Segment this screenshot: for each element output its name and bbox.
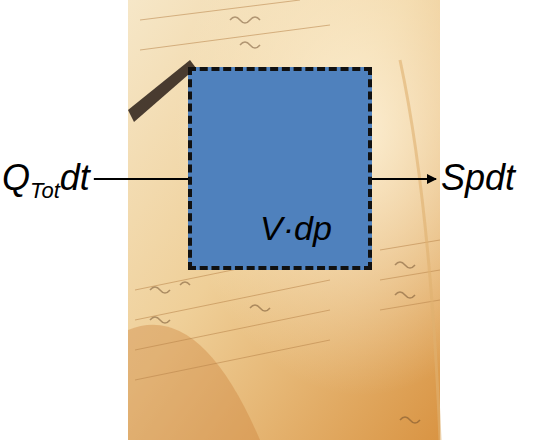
flow-symbol: Spdt	[441, 157, 515, 198]
process-box: V·dp	[188, 67, 372, 270]
box-text: V·dp	[260, 211, 332, 245]
subscript: Tot	[30, 178, 60, 203]
outflow-label: Spdt	[441, 160, 515, 196]
inflow-label: QTotdt	[2, 160, 90, 196]
flow-symbol: dt	[60, 157, 90, 198]
flow-symbol: Q	[2, 157, 30, 198]
